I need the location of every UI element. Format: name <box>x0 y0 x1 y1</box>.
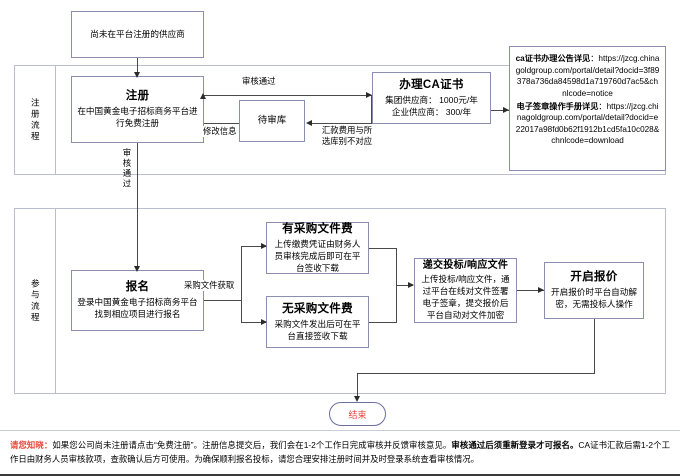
arrowhead-start-to-register <box>134 72 140 78</box>
connector-submit-to-open <box>517 290 544 291</box>
connector-withfee-merge <box>369 248 396 249</box>
edge-label-modify-info: 修改信息 <box>203 126 237 138</box>
connector-open-to-end-v2 <box>357 373 358 400</box>
footer-note-band: 请您知晓：如果您公司尚未注册请点击“免费注册”。注册信息提交后，我们会在1-2个… <box>0 430 680 476</box>
lane-participation-header: 参与流程 <box>14 208 56 394</box>
node-ca-links-info[interactable]: ca证书办理公告详见：https://jzcg.chinagoldgroup.c… <box>509 46 666 171</box>
footer-note-text: 请您知晓：如果您公司尚未注册请点击“免费注册”。注册信息提交后，我们会在1-2个… <box>0 439 680 467</box>
lane-participation-label: 参与流程 <box>30 278 41 324</box>
lane-registration-label: 注册流程 <box>30 97 41 143</box>
connector-open-to-end-h <box>357 373 595 374</box>
arrowhead-split-to-withfee <box>261 243 267 249</box>
info-line2-label: 电子签章操作手册详见 <box>516 101 599 111</box>
node-signup[interactable]: 报名 登录中国黄金电子招标商务平台找到相应项目进行报名 <box>71 270 204 331</box>
node-submit-bid-title: 递交投标/响应文件 <box>422 260 509 272</box>
arrowhead-submit-to-open <box>538 287 544 293</box>
node-signup-title: 报名 <box>125 281 150 294</box>
connector-register-to-ca <box>204 95 372 96</box>
connector-signup-split-h <box>204 300 241 301</box>
arrowhead-ca-to-infobox <box>503 107 509 113</box>
node-ca-certificate-title: 办理CA证书 <box>399 78 464 91</box>
node-submit-bid[interactable]: 递交投标/响应文件 上传投标/响应文件，通过平台在线对文件签署电子签章，提交报价… <box>414 258 517 323</box>
node-start-supplier[interactable]: 尚未在平台注册的供应商 <box>71 11 204 58</box>
node-register[interactable]: 注册 在中国黄金电子招标商务平台进行免费注册 <box>71 76 204 143</box>
node-signup-sub: 登录中国黄金电子招标商务平台找到相应项目进行报名 <box>77 297 198 320</box>
connector-signup-split-v <box>241 246 242 322</box>
node-with-purchase-fee-title: 有采购文件费 <box>282 222 353 235</box>
node-open-quotation-sub: 开启报价时平台自动解密，无需投标人操作 <box>551 287 637 310</box>
footer-note-body-1: 如果您公司尚未注册请点击“免费注册”。注册信息提交后，我们会在1-2个工作日完成… <box>52 439 452 450</box>
info-line1-url[interactable]: https://jzcg.chinagoldgroup.com/portal/d… <box>515 54 660 98</box>
connector-ca-to-infobox <box>491 110 509 111</box>
connector-start-to-register <box>137 58 138 75</box>
footer-note-prefix: 请您知晓： <box>10 439 53 450</box>
node-start-supplier-label: 尚未在平台注册的供应商 <box>90 28 185 39</box>
footer-note-emphasis-1: 审核通过后须重新登录才可报名。 <box>451 439 579 450</box>
node-pending-pool[interactable]: 待审库 <box>239 100 305 142</box>
edge-label-remit-mismatch: 汇款费用与所选库别不对应 <box>318 125 376 148</box>
footer-note-body-2: CA证书汇款后需1-2个工作日由财务人员审核款项，查款确认后方可使用。为确保顺利… <box>10 439 671 464</box>
connector-split-to-withfee <box>241 246 266 247</box>
node-ca-certificate-line2: 企业供应商： 300/年 <box>391 106 472 117</box>
node-with-purchase-fee-sub: 上传缴费凭证由财务人员审核完成后即可在平台签收下载 <box>274 238 361 273</box>
connector-merge-to-submit <box>396 285 413 286</box>
connector-ca-to-pending-v <box>371 96 372 124</box>
node-with-purchase-fee[interactable]: 有采购文件费 上传缴费凭证由财务人员审核完成后即可在平台签收下载 <box>266 222 369 274</box>
lane-registration-header: 注册流程 <box>14 65 56 175</box>
connector-split-to-nofee <box>241 322 266 323</box>
arrowhead-open-to-end <box>354 396 360 402</box>
node-open-quotation-title: 开启报价 <box>570 271 618 284</box>
node-without-purchase-fee-sub: 采购文件发出后可在平台直接签收下载 <box>274 318 361 341</box>
edge-label-remit-mismatch-text: 汇款费用与所选库别不对应 <box>321 125 373 147</box>
edge-label-audit-passed-vertical: 审核通过 <box>122 148 132 190</box>
arrowhead-pending-to-register <box>200 93 206 99</box>
node-without-purchase-fee[interactable]: 无采购文件费 采购文件发出后可在平台直接签收下载 <box>266 296 369 348</box>
info-line2-colon: ： <box>598 101 607 111</box>
connector-nofee-merge <box>369 322 396 323</box>
node-pending-pool-title: 待审库 <box>257 114 287 126</box>
node-without-purchase-fee-title: 无采购文件费 <box>282 302 353 315</box>
arrowhead-register-to-ca <box>366 92 372 98</box>
arrowhead-split-to-nofee <box>261 319 267 325</box>
connector-ca-to-pending-h <box>312 123 372 124</box>
edge-label-audit-passed-top: 审核通过 <box>242 76 276 88</box>
node-register-sub: 在中国黄金电子招标商务平台进行免费注册 <box>77 106 198 129</box>
arrowhead-ca-to-pending <box>306 120 312 126</box>
connector-register-to-signup <box>137 143 138 271</box>
node-submit-bid-sub: 上传投标/响应文件，通过平台在线对文件签署电子签章，提交报价后平台自动对文件加密 <box>421 274 510 320</box>
node-end-label: 结束 <box>348 409 367 420</box>
edge-label-doc-acquire: 采购文件获取 <box>184 280 235 292</box>
connector-pending-to-register-h <box>203 123 240 124</box>
info-line1-colon: ： <box>590 54 599 63</box>
arrowhead-register-to-signup <box>134 266 140 272</box>
node-ca-certificate-line1: 集团供应商： 1000元/年 <box>385 94 478 105</box>
info-line2-url[interactable]: https://jzcg.chinagoldgroup.com/portal/d… <box>515 101 660 146</box>
node-ca-certificate[interactable]: 办理CA证书 集团供应商： 1000元/年 企业供应商： 300/年 <box>372 72 491 124</box>
node-end[interactable]: 结束 <box>329 402 386 426</box>
connector-open-to-end-v1 <box>594 319 595 373</box>
node-open-quotation[interactable]: 开启报价 开启报价时平台自动解密，无需投标人操作 <box>544 262 644 319</box>
arrowhead-merge-to-submit <box>408 282 414 288</box>
info-line1-label: ca证书办理公告详见 <box>515 54 591 63</box>
node-register-title: 注册 <box>125 90 150 103</box>
